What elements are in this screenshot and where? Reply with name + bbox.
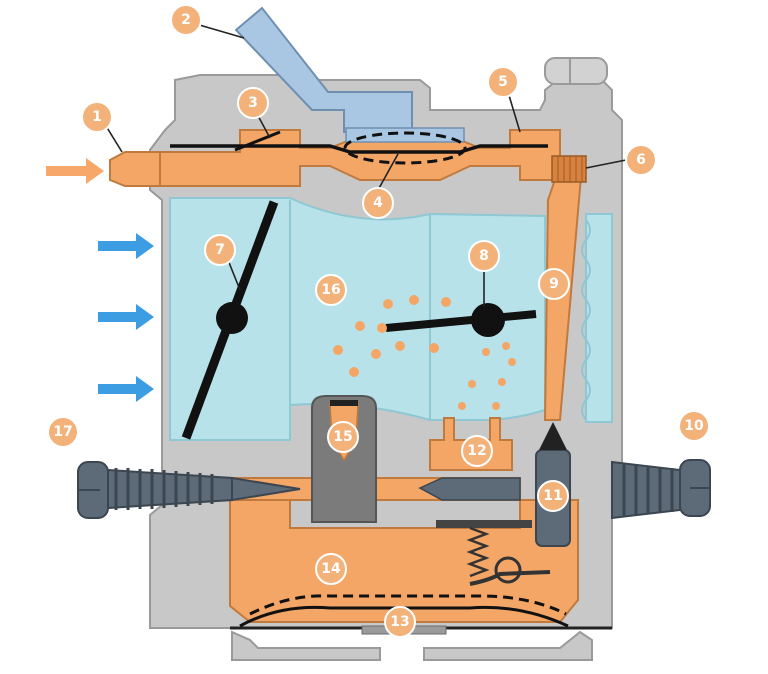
main-jet-nozzle <box>311 395 377 523</box>
flow-arrows <box>46 158 154 402</box>
svg-text:7: 7 <box>215 242 225 258</box>
svg-text:5: 5 <box>498 74 508 90</box>
svg-text:11: 11 <box>543 488 562 504</box>
svg-text:6: 6 <box>636 152 646 168</box>
label-badge-14: 14 <box>315 553 347 585</box>
svg-text:15: 15 <box>333 429 352 445</box>
svg-text:13: 13 <box>390 614 409 630</box>
fuel-inlet-arrow <box>46 158 104 184</box>
air-arrow-top <box>98 233 154 259</box>
label-badge-16: 16 <box>315 274 347 306</box>
svg-text:9: 9 <box>549 276 559 292</box>
label-badge-7: 7 <box>204 234 236 266</box>
label-badge-17: 17 <box>47 416 79 448</box>
svg-text:16: 16 <box>321 282 340 298</box>
label-badge-5: 5 <box>487 66 519 98</box>
svg-text:1: 1 <box>92 109 102 125</box>
svg-text:2: 2 <box>181 12 191 28</box>
svg-text:8: 8 <box>479 248 489 264</box>
label-badge-10: 10 <box>678 410 710 442</box>
metering-lever <box>436 520 551 586</box>
svg-text:14: 14 <box>321 561 341 577</box>
label-badge-8: 8 <box>468 240 500 272</box>
label-badge-12: 12 <box>461 435 493 467</box>
svg-text:17: 17 <box>53 424 72 440</box>
pump-diaphragm <box>170 127 548 165</box>
svg-text:4: 4 <box>373 195 383 211</box>
label-badge-15: 15 <box>327 421 359 453</box>
label-badge-9: 9 <box>538 268 570 300</box>
air-arrow-middle <box>98 304 154 330</box>
high-speed-screw <box>77 461 301 519</box>
label-badge-3: 3 <box>237 87 269 119</box>
label-badge-2: 2 <box>170 4 202 36</box>
label-badge-11: 11 <box>537 480 569 512</box>
svg-text:10: 10 <box>684 418 704 434</box>
label-badge-13: 13 <box>384 606 416 638</box>
choke-plate <box>181 200 279 440</box>
leader-lines <box>105 23 627 306</box>
svg-text:12: 12 <box>467 443 486 459</box>
throttle-plate <box>385 303 537 337</box>
label-badge-4: 4 <box>362 187 394 219</box>
svg-text:3: 3 <box>248 95 258 111</box>
label-badge-6: 6 <box>625 144 657 176</box>
air-arrow-bottom <box>98 376 154 402</box>
label-badge-1: 1 <box>81 101 113 133</box>
low-speed-screw <box>418 459 711 520</box>
fuel-spray <box>333 295 516 410</box>
